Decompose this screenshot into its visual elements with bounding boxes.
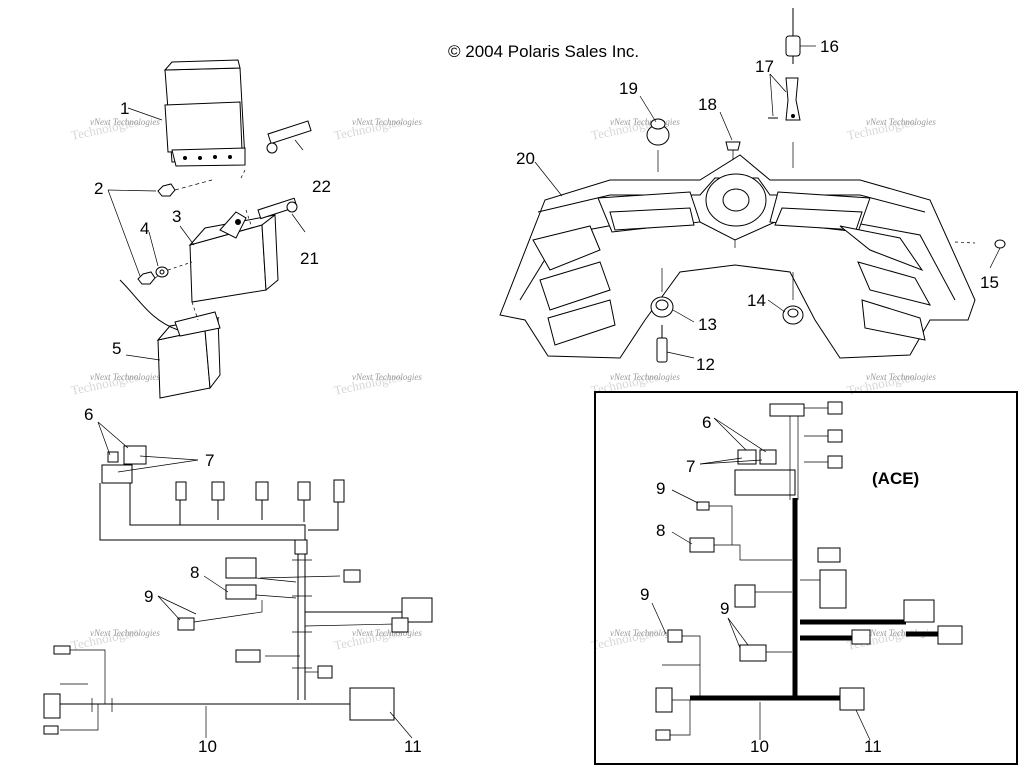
callout-21: 21: [300, 249, 319, 268]
callout-18: 18: [698, 95, 717, 114]
callout-13: 13: [698, 315, 717, 334]
ace-callout-10: 10: [750, 737, 769, 756]
coil-5: [119, 279, 221, 399]
callout-9: 9: [144, 587, 153, 606]
ace-inset: [594, 391, 1018, 765]
bolt-21: [257, 197, 298, 220]
callout-12: 12: [696, 355, 715, 374]
leader-lines-top-right: [534, 45, 1001, 359]
watermark: Technologies vNext Technologies: [846, 369, 937, 398]
ace-callout-7: 7: [686, 457, 695, 476]
nut-2b: [137, 271, 159, 285]
ace-callout-11: 11: [864, 737, 882, 756]
svg-text:vNext Technologies: vNext Technologies: [90, 628, 160, 638]
light-16: [785, 8, 801, 64]
ace-callout-9-top: 9: [656, 479, 665, 498]
leader-lines-ace: [651, 417, 871, 741]
watermark: Technologies vNext Technologies: [70, 114, 161, 143]
callout-1: 1: [120, 99, 129, 118]
watermark: Technologies vNext Technologies: [846, 114, 937, 143]
callout-5: 5: [112, 339, 121, 358]
svg-text:vNext Technologies: vNext Technologies: [610, 628, 680, 638]
ace-callout-9-left: 9: [640, 585, 649, 604]
watermark: Technologies vNext Technologies: [70, 369, 161, 398]
callout-19: 19: [619, 79, 638, 98]
callout-17: 17: [755, 57, 774, 76]
callout-7: 7: [205, 451, 214, 470]
watermark: Technologies vNext Technologies: [333, 624, 423, 653]
watermark: Technologies vNext Technologies: [333, 369, 423, 398]
leader-lines-bottom-left: [97, 421, 413, 739]
dash-panel-20: [499, 154, 976, 359]
callout-22: 22: [312, 177, 331, 196]
svg-text:vNext Technologies: vNext Technologies: [352, 372, 422, 382]
nut-2: [157, 179, 213, 197]
svg-text:vNext Technologies: vNext Technologies: [610, 372, 680, 382]
callout-4: 4: [140, 219, 149, 238]
ace-callout-8: 8: [656, 521, 665, 540]
svg-text:vNext Technologies: vNext Technologies: [866, 372, 936, 382]
callout-15: 15: [980, 273, 999, 292]
ace-callout-9-mid: 9: [720, 599, 729, 618]
svg-text:vNext Technologies: vNext Technologies: [90, 372, 160, 382]
callout-3: 3: [172, 207, 181, 226]
washer-4: [155, 261, 193, 278]
svg-text:vNext Technologies: vNext Technologies: [90, 117, 160, 127]
watermark: Technologies vNext Technologies: [70, 624, 161, 653]
callout-10: 10: [198, 737, 217, 756]
watermark: Technologies vNext Technologies: [590, 369, 681, 398]
fastener-17: [768, 77, 801, 168]
svg-text:vNext Technologies: vNext Technologies: [352, 117, 422, 127]
copyright-notice: © 2004 Polaris Sales Inc.: [448, 42, 640, 61]
pin-15: [954, 239, 1006, 249]
callout-8: 8: [190, 563, 199, 582]
watermark: Technologies vNext Technologies: [590, 624, 681, 653]
svg-text:vNext Technologies: vNext Technologies: [610, 117, 680, 127]
leader-lines-top-left: [107, 107, 306, 361]
fuse-12: [656, 325, 668, 363]
cdi-box: [163, 59, 246, 181]
ace-callout-6: 6: [702, 413, 711, 432]
knob-13: [650, 268, 674, 318]
svg-text:vNext Technologies: vNext Technologies: [866, 117, 936, 127]
harness-left: [43, 445, 433, 735]
knob-14: [782, 272, 804, 325]
callout-14: 14: [747, 291, 766, 310]
callout-2: 2: [94, 179, 103, 198]
watermark: Technologies vNext Technologies: [333, 114, 423, 143]
ace-label: (ACE): [872, 469, 919, 488]
callout-6: 6: [84, 405, 93, 424]
switch-19: [646, 118, 670, 172]
callout-labels: 1 2 3 4 5 6 7 8 9 10 11 12 13 14 15 16 1…: [84, 37, 999, 756]
callout-16: 16: [820, 37, 839, 56]
svg-text:vNext Technologies: vNext Technologies: [866, 628, 936, 638]
ace-frame: [594, 391, 1018, 765]
callout-20: 20: [516, 149, 535, 168]
clip-18: [725, 141, 741, 160]
callout-11: 11: [404, 737, 422, 756]
bolt-22: [266, 120, 312, 154]
regulator-3: [188, 209, 279, 303]
svg-text:vNext Technologies: vNext Technologies: [352, 628, 422, 638]
